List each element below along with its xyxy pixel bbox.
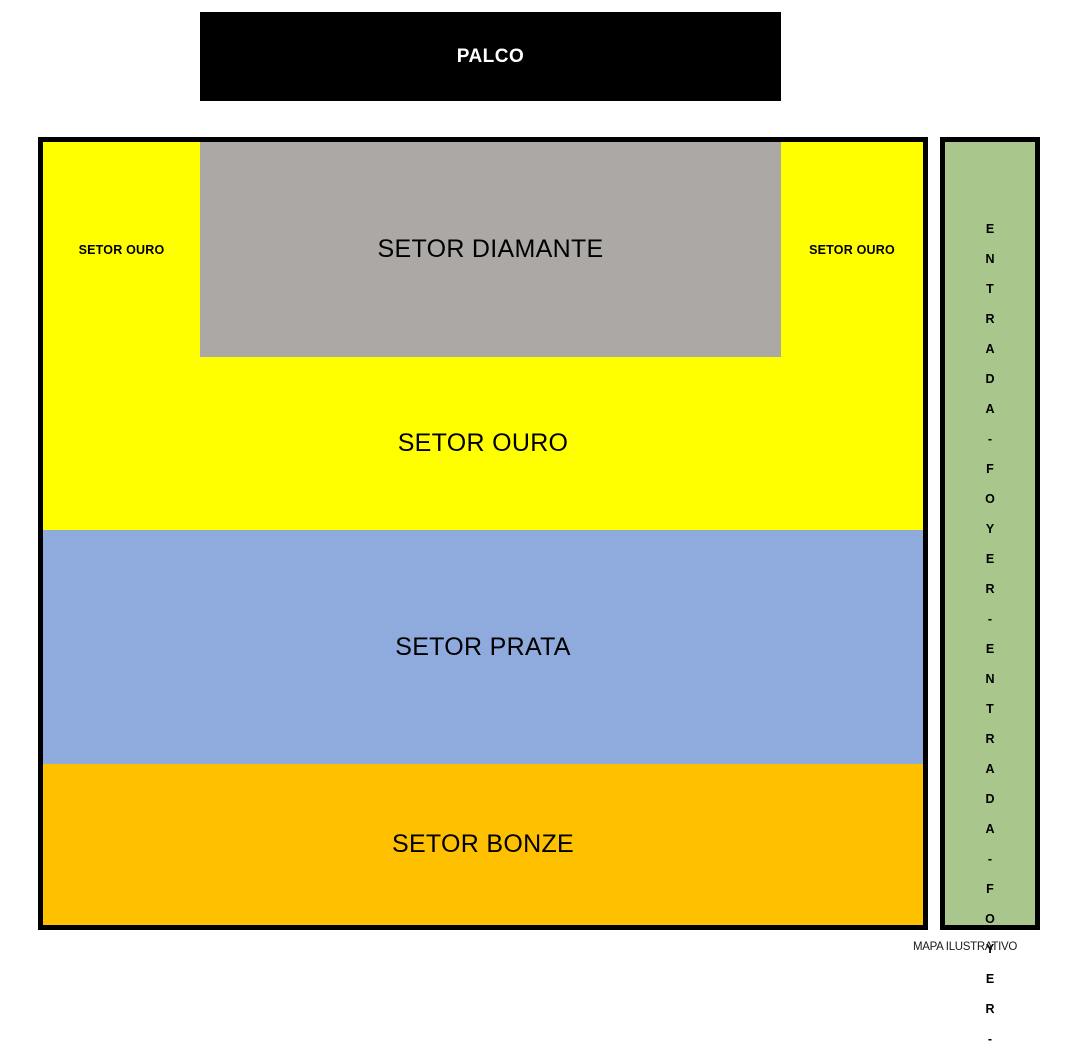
- sector-ouro-main[interactable]: SETOR OURO: [43, 357, 923, 530]
- entrance-letter: E: [985, 972, 995, 986]
- entrance-letter: Y: [985, 522, 995, 536]
- entrance-letter: -: [987, 612, 993, 626]
- entrance-letter: F: [986, 462, 994, 476]
- top-band: SETOR OURO SETOR DIAMANTE SETOR OURO: [43, 142, 923, 357]
- entrance-letter: Y: [985, 942, 995, 956]
- entrance-letter: T: [986, 702, 994, 716]
- entrance-letter: N: [985, 252, 995, 266]
- sector-ouro-main-label: SETOR OURO: [397, 429, 569, 457]
- entrance-letter: A: [985, 342, 995, 356]
- entrance-letter: R: [985, 582, 995, 596]
- entrance-letter: N: [985, 672, 995, 686]
- sector-ouro-left[interactable]: SETOR OURO: [43, 142, 200, 357]
- entrance-letter: -: [987, 1032, 993, 1046]
- entrance-letter: R: [985, 732, 995, 746]
- entrance-letter: E: [985, 222, 995, 236]
- sector-bonze[interactable]: SETOR BONZE: [43, 764, 923, 925]
- venue-seating-map: PALCO SETOR OURO SETOR DIAMANTE SETOR OU…: [38, 12, 1040, 1046]
- sector-prata[interactable]: SETOR PRATA: [43, 530, 923, 764]
- sector-prata-label: SETOR PRATA: [395, 632, 571, 661]
- sector-bonze-label: SETOR BONZE: [391, 830, 575, 858]
- sector-ouro-right[interactable]: SETOR OURO: [781, 142, 923, 357]
- entrance-letter: F: [986, 882, 994, 896]
- entrance-letter: O: [985, 912, 995, 926]
- stage-palco[interactable]: PALCO: [200, 12, 781, 101]
- entrance-letter: E: [985, 552, 995, 566]
- stage-label: PALCO: [456, 45, 525, 67]
- footer-illustrative-note: MAPA ILUSTRATIVO: [913, 941, 1018, 953]
- entrance-letter: D: [985, 792, 995, 806]
- seating-block: SETOR OURO SETOR DIAMANTE SETOR OURO SET…: [38, 137, 928, 930]
- entrance-letter: A: [985, 822, 995, 836]
- entrance-letter: R: [985, 312, 995, 326]
- entrance-letter: O: [985, 492, 995, 506]
- entrance-letter: -: [987, 432, 993, 446]
- entrance-letter: -: [987, 852, 993, 866]
- sector-ouro-left-label: SETOR OURO: [78, 242, 165, 257]
- sector-diamante[interactable]: SETOR DIAMANTE: [200, 142, 781, 357]
- entrance-letter: E: [985, 642, 995, 656]
- entrance-letter: R: [985, 1002, 995, 1016]
- entrance-letter: A: [985, 762, 995, 776]
- entrance-letter: A: [985, 402, 995, 416]
- sector-ouro-right-label: SETOR OURO: [809, 242, 895, 257]
- entrance-foyer-column[interactable]: E N T R A D A - F O Y E R - E N T R A D A - F O Y E R -: [940, 137, 1040, 1046]
- entrance-letter: T: [986, 282, 994, 296]
- sector-diamante-label: SETOR DIAMANTE: [377, 235, 604, 263]
- entrance-letter: D: [985, 372, 995, 386]
